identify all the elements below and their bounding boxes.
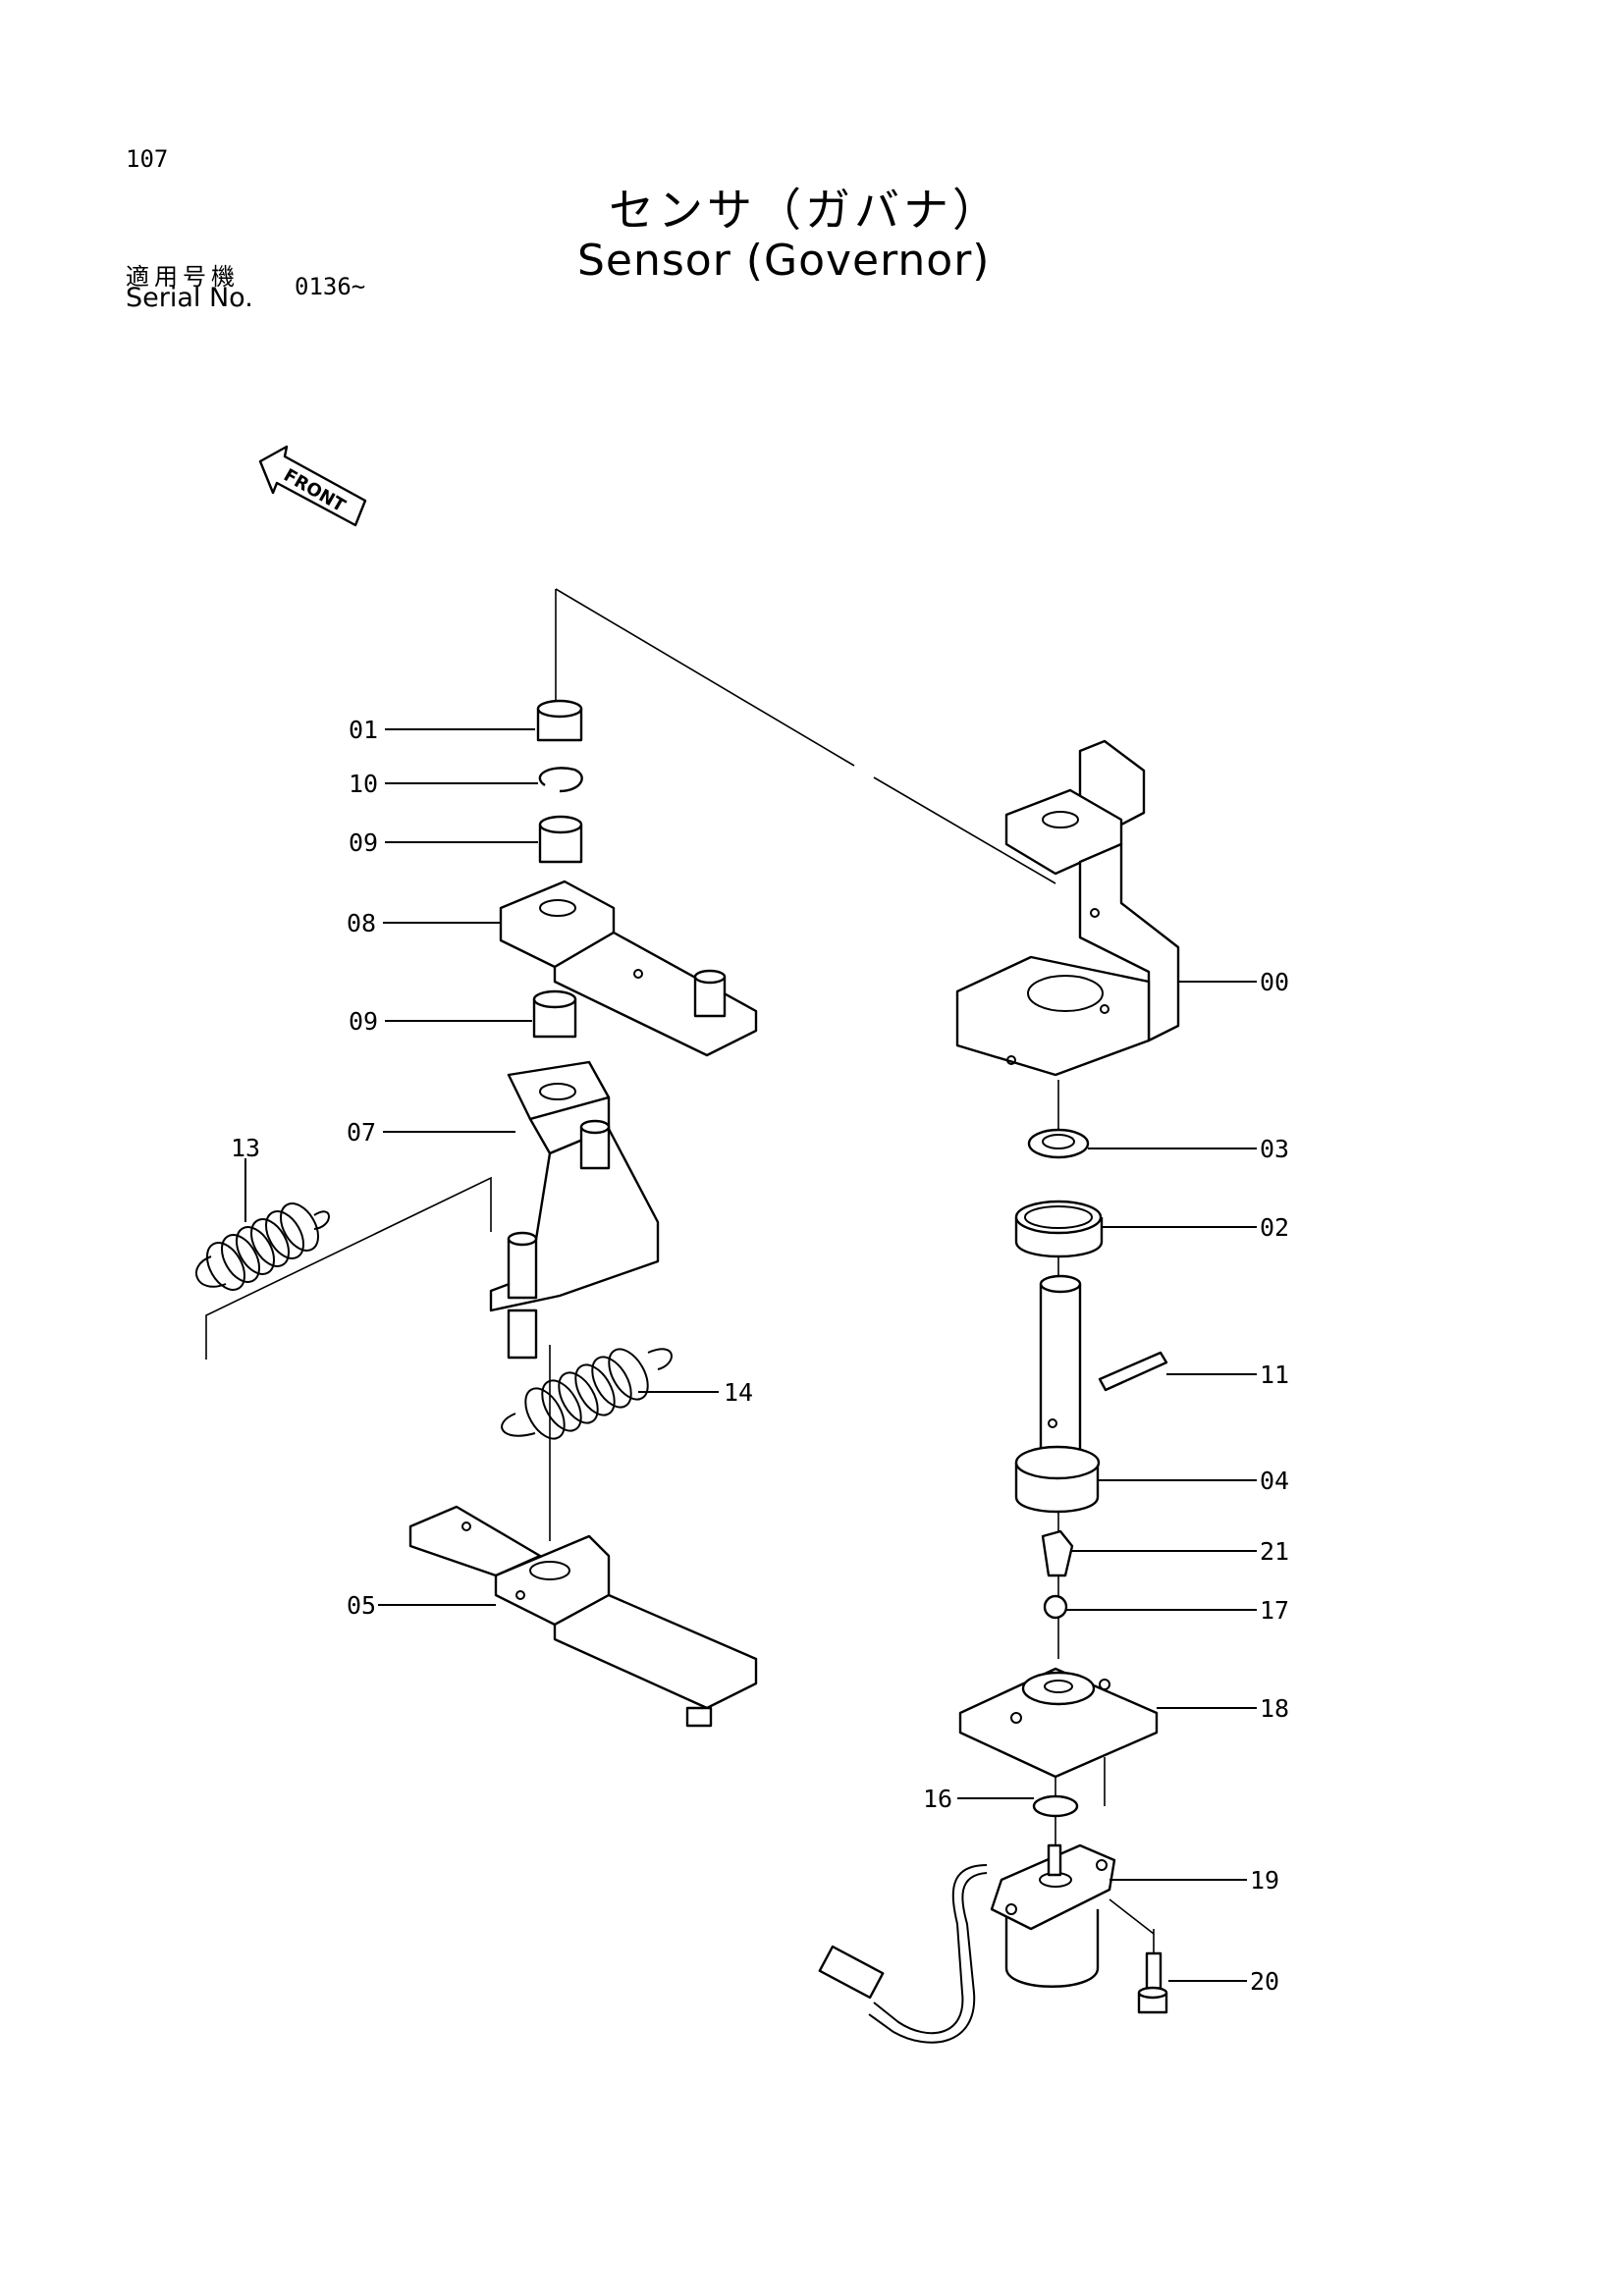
- part-07-arm: [489, 1060, 660, 1360]
- part-21-key: [1041, 1529, 1074, 1577]
- front-arrow-icon: FRONT: [258, 445, 367, 527]
- part-03-seal: [1027, 1128, 1090, 1159]
- callout-11: 11: [1260, 1361, 1289, 1389]
- callout-18: 18: [1260, 1694, 1289, 1723]
- part-18-plate: [958, 1667, 1159, 1779]
- callout-08: 08: [347, 909, 376, 937]
- part-10-snap-ring: [538, 767, 583, 793]
- part-01-collar: [536, 699, 583, 742]
- part-04-shaft: [1014, 1274, 1101, 1514]
- part-08-lever: [499, 880, 758, 1057]
- part-19-governor-sensor: [818, 1843, 1116, 2044]
- callout-09-lower: 09: [349, 1007, 378, 1036]
- callout-04: 04: [1260, 1467, 1289, 1495]
- page-title-japanese: センサ（ガバナ）: [609, 184, 1001, 237]
- callout-16: 16: [923, 1785, 952, 1813]
- part-16-o-ring: [1032, 1794, 1079, 1818]
- part-14-spring: [501, 1348, 673, 1440]
- callout-17: 17: [1260, 1596, 1289, 1625]
- callout-13: 13: [231, 1134, 260, 1162]
- callout-03: 03: [1260, 1135, 1289, 1163]
- callout-07: 07: [347, 1118, 376, 1147]
- part-09-bushing-upper: [538, 815, 583, 864]
- part-09-bushing-lower: [532, 989, 577, 1039]
- serial-value: 0136~: [295, 273, 366, 300]
- part-02-ring: [1014, 1200, 1104, 1258]
- part-11-pin: [1098, 1351, 1168, 1392]
- callout-leaders: [244, 728, 1257, 1982]
- part-17-ball: [1043, 1594, 1068, 1620]
- callout-01: 01: [349, 716, 378, 744]
- callout-02: 02: [1260, 1213, 1289, 1242]
- callout-10: 10: [349, 770, 378, 798]
- part-13-spring: [194, 1202, 330, 1291]
- callout-19: 19: [1250, 1866, 1279, 1895]
- callout-05: 05: [347, 1591, 376, 1620]
- callout-00: 00: [1260, 968, 1289, 996]
- part-05-lever: [408, 1505, 758, 1728]
- callout-labels: 01 10 09 08 09 07 13 14 05 00 03 02 11 0…: [231, 716, 1289, 1996]
- part-00-bracket: [955, 739, 1180, 1077]
- page-title: Sensor (Governor): [577, 236, 991, 286]
- part-20-bolt: [1137, 1951, 1168, 2014]
- callout-14: 14: [724, 1378, 753, 1407]
- page-number: 107: [126, 145, 169, 173]
- callout-09-upper: 09: [349, 828, 378, 857]
- callout-21: 21: [1260, 1537, 1289, 1566]
- callout-20: 20: [1250, 1967, 1279, 1996]
- serial-label: Serial No.: [126, 283, 253, 313]
- serial-label-japanese: 適用号機: [126, 263, 240, 291]
